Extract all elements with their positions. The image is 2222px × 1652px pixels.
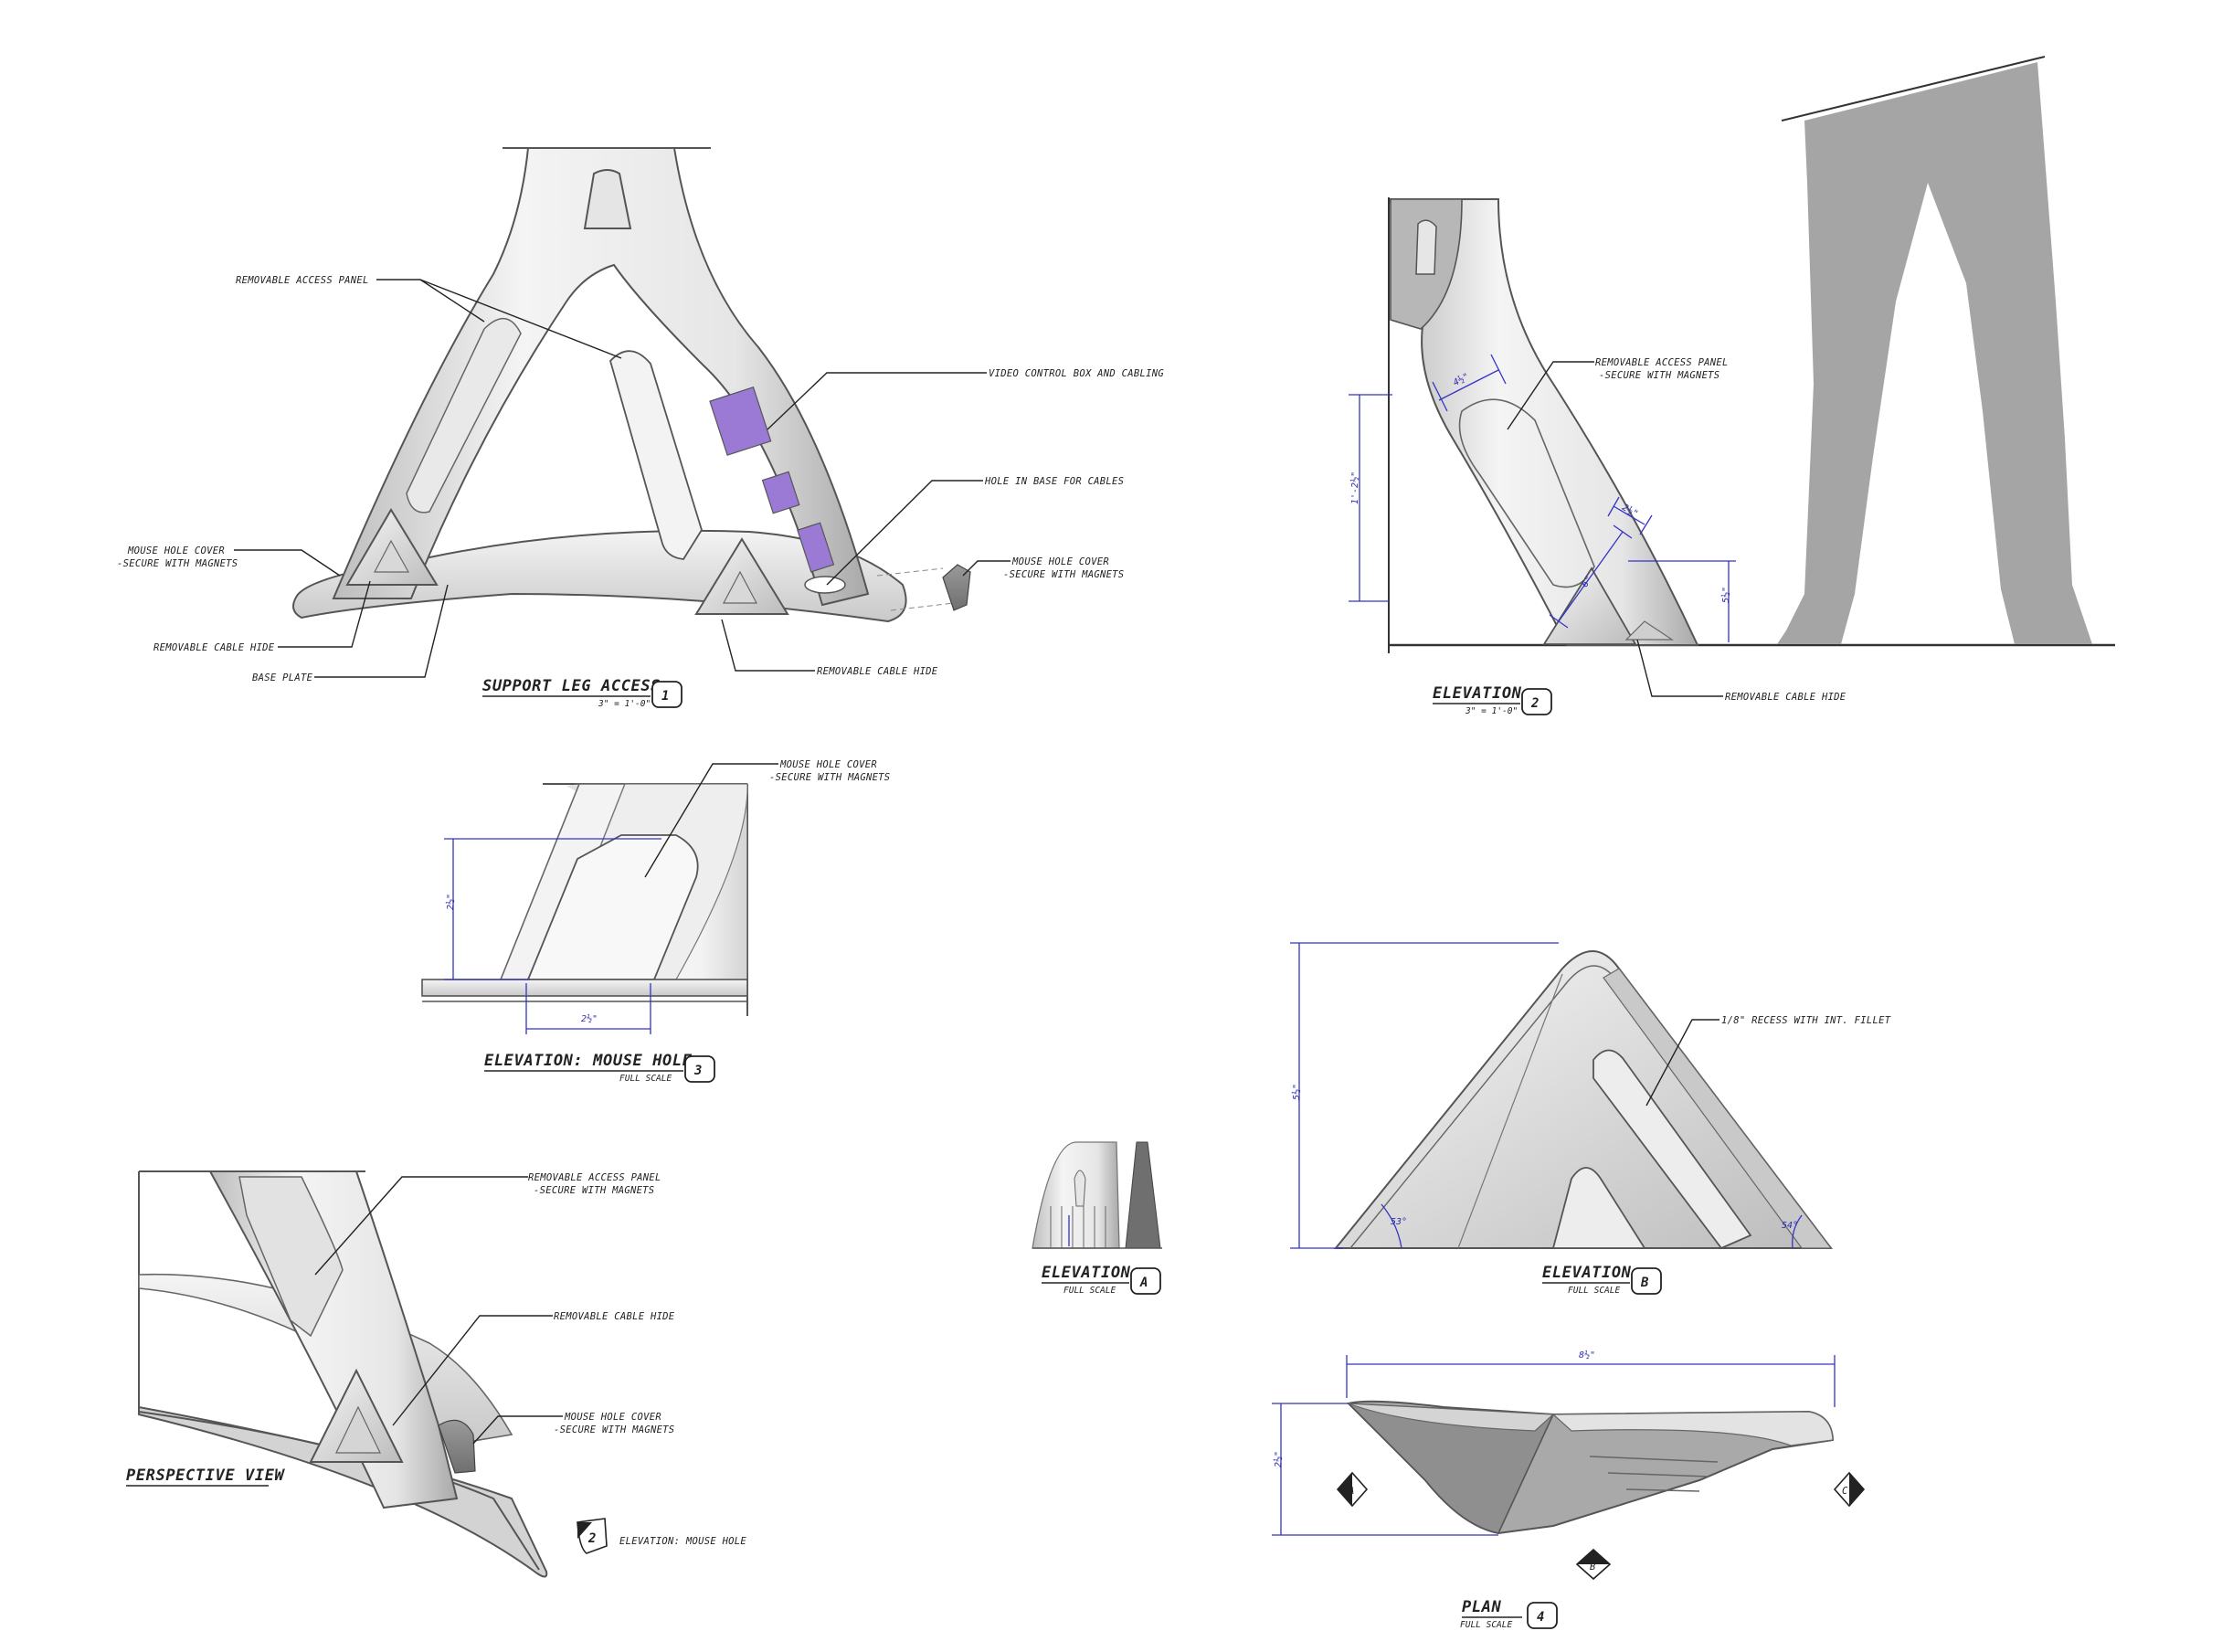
label-removable-cable-hide-right: REMOVABLE CABLE HIDE [817, 666, 938, 677]
dim-8-half: 8½" [1579, 1350, 1595, 1361]
label-mouse-hole-cover-right: MOUSE HOLE COVER [1011, 556, 1109, 567]
view-number-3: 3 [693, 1064, 702, 1078]
section-cut-marker-2: 2 [587, 1531, 596, 1546]
label-secure-magnets-2: -SECURE WITH MAGNETS [1599, 370, 1719, 381]
dim-53-deg: 53° [1391, 1217, 1407, 1227]
title-plan: PLAN [1462, 1598, 1502, 1616]
title-elevation-a: ELEVATION [1042, 1264, 1131, 1282]
label-recess-with-fillet: 1/8" RECESS WITH INT. FILLET [1721, 1015, 1891, 1026]
label-secure-magnets-right: -SECURE WITH MAGNETS [1003, 569, 1124, 580]
scale-view-4: FULL SCALE [1460, 1620, 1512, 1630]
label-secure-magnets-p1: -SECURE WITH MAGNETS [534, 1185, 654, 1196]
label-secure-magnets-3: -SECURE WITH MAGNETS [769, 772, 890, 783]
title-elevation-2: ELEVATION [1433, 684, 1522, 703]
title-elevation-mouse-hole: ELEVATION: MOUSE HOLE [484, 1052, 693, 1070]
view-elevation-b: 5½" 53° 54° 1/8" RECESS WITH INT. FILLET… [1290, 942, 1891, 1296]
label-mouse-hole-cover-p: MOUSE HOLE COVER [564, 1412, 661, 1423]
scale-view-a: FULL SCALE [1063, 1286, 1116, 1296]
label-secure-magnets-left: -SECURE WITH MAGNETS [117, 558, 238, 569]
scale-view-b: FULL SCALE [1568, 1286, 1620, 1296]
view-perspective: REMOVABLE ACCESS PANEL -SECURE WITH MAGN… [126, 1170, 746, 1578]
scale-view-2: 3" = 1'-0" [1465, 706, 1518, 716]
label-hole-in-base: HOLE IN BASE FOR CABLES [984, 476, 1124, 487]
dim-2-half-c: 2½" [581, 1013, 598, 1024]
dim-5-half-b: 5½" [1291, 1084, 1302, 1100]
view-number-b: B [1640, 1276, 1649, 1290]
label-removable-cable-hide-p: REMOVABLE CABLE HIDE [554, 1311, 675, 1322]
view-support-leg-access: REMOVABLE ACCESS PANEL VIDEO CONTROL BOX… [117, 147, 1164, 709]
label-secure-magnets-p2: -SECURE WITH MAGNETS [554, 1424, 674, 1435]
scale-view-3: FULL SCALE [619, 1074, 672, 1084]
title-elevation-b: ELEVATION [1542, 1264, 1632, 1282]
label-removable-access-panel: REMOVABLE ACCESS PANEL [236, 275, 369, 286]
label-removable-cable-hide-left: REMOVABLE CABLE HIDE [153, 642, 275, 653]
dim-2-half-b: 2½" [445, 894, 456, 910]
label-elevation-mouse-hole-ref: ELEVATION: MOUSE HOLE [619, 1536, 746, 1547]
section-marker-a: A [1348, 1486, 1355, 1497]
title-perspective-view: PERSPECTIVE VIEW [126, 1467, 286, 1485]
dim-1-2-half: 1'-2½" [1349, 471, 1360, 504]
view-elevation-mouse-hole: 2½" 2½" MOUSE HOLE COVER -SECURE WITH MA… [421, 759, 890, 1084]
label-mouse-hole-cover-3: MOUSE HOLE COVER [779, 759, 877, 770]
view-number-a: A [1139, 1276, 1148, 1290]
title-support-leg-access: SUPPORT LEG ACCESS [482, 677, 661, 695]
view-elevation-a: ELEVATION FULL SCALE A [1032, 1141, 1162, 1296]
dim-5-half-a: 5½" [1720, 587, 1731, 603]
view-plan-4: 8½" 2½" A B C PLAN FULL SCALE 4 [1272, 1350, 1866, 1630]
view-elevation-2: 4½" 1'-2½" 2½" 6" 5½" REMOVABLE ACCESS P… [1349, 56, 2115, 716]
scale-view-1: 3" = 1'-0" [598, 699, 651, 709]
human-figure-silhouette [1777, 62, 2092, 644]
label-removable-cable-hide-2: REMOVABLE CABLE HIDE [1725, 692, 1846, 703]
label-removable-access-panel-2: REMOVABLE ACCESS PANEL [1595, 357, 1729, 368]
dim-2-half-d: 2½" [1273, 1451, 1284, 1467]
dim-54-deg: 54° [1782, 1221, 1798, 1231]
label-base-plate: BASE PLATE [252, 672, 313, 683]
label-video-control-box: VIDEO CONTROL BOX AND CABLING [989, 368, 1164, 379]
view-number-4: 4 [1537, 1610, 1544, 1625]
label-removable-access-panel-p: REMOVABLE ACCESS PANEL [528, 1172, 661, 1183]
label-mouse-hole-cover-left: MOUSE HOLE COVER [127, 545, 225, 556]
view-number-2: 2 [1530, 696, 1539, 711]
section-marker-b: B [1590, 1562, 1596, 1573]
view-number-1: 1 [661, 689, 669, 704]
section-marker-c: C [1842, 1486, 1848, 1497]
